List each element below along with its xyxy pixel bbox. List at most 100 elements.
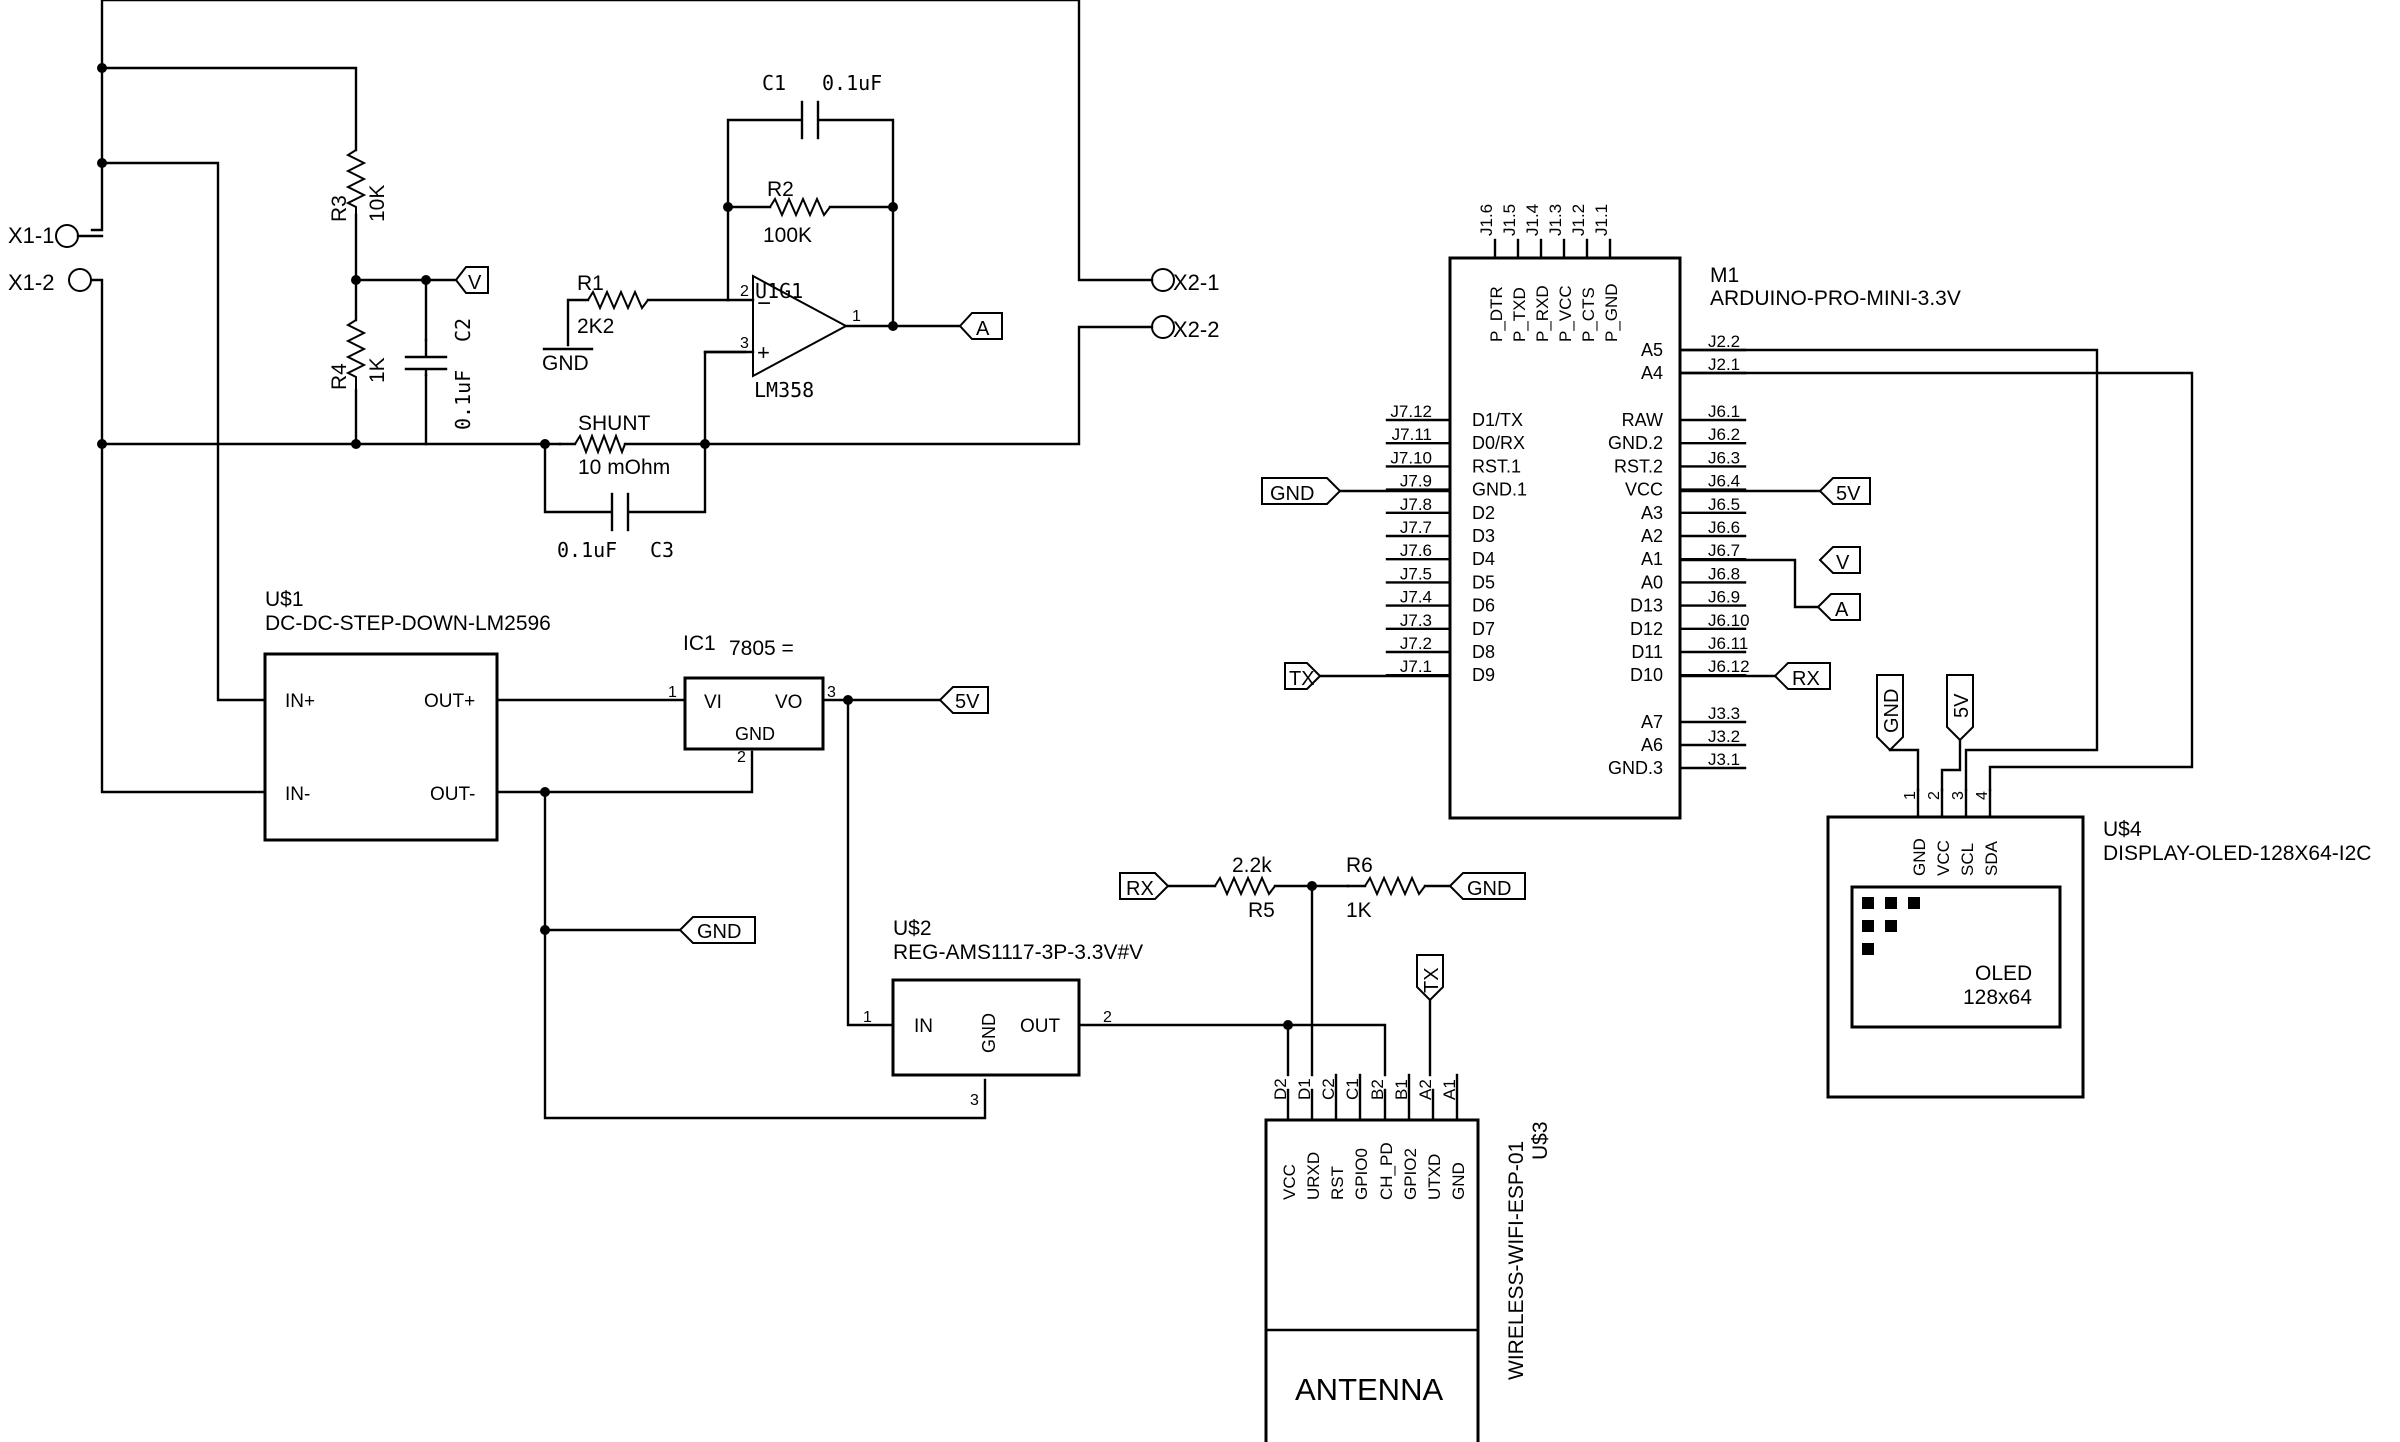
r5-value: 2.2k [1232, 854, 1272, 877]
arduino-right-pad: J6.11 [1708, 634, 1748, 653]
arduino-right-pad: J6.8 [1708, 564, 1740, 583]
esp-pad-name: D1 [1295, 1078, 1314, 1100]
arduino-right-pin: D11 [1631, 642, 1663, 662]
arduino-right-pad: J6.3 [1708, 448, 1740, 467]
oled-display-u4: OLED 128x64 U$4 DISPLAY-OLED-128X64-I2C … [1826, 788, 2371, 1099]
esp-ref: U$3 [1529, 1121, 1552, 1160]
connector-x1-1-label: X1-1 [8, 223, 54, 248]
arduino-right-pin: RAW [1622, 410, 1663, 430]
r2-name: R2 [767, 178, 794, 201]
arduino-left-pin: D9 [1472, 665, 1495, 685]
arduino-right-pad: J6.12 [1708, 657, 1750, 676]
net-label-5v-arduino: 5V [1818, 477, 1871, 505]
ams-pin2: 2 [1103, 1009, 1112, 1026]
c2-name: C2 [451, 318, 475, 342]
net-label-a-opamp: A [958, 312, 1003, 340]
opamp-u1g1: − + U1G1 LM358 2 3 1 [703, 274, 861, 402]
ams-out: OUT [1020, 1016, 1061, 1037]
arduino-left-pad: J7.7 [1400, 518, 1432, 537]
ic1-vi: VI [704, 692, 722, 713]
opamp-pin3: 3 [740, 335, 749, 352]
resistor-r6: R6 1K [1346, 854, 1426, 922]
oled-screen-line2: 128x64 [1963, 986, 2032, 1009]
oled-screen-line1: OLED [1975, 962, 2032, 985]
arduino-top-pin: P_TXD [1510, 287, 1529, 342]
c1-value: 0.1uF [822, 71, 882, 95]
ic1-vo: VO [775, 692, 802, 713]
r3-value: 10K [366, 185, 389, 222]
ic1-pin1: 1 [668, 684, 677, 701]
arduino-name: ARDUINO-PRO-MINI-3.3V [1710, 287, 1961, 310]
connector-x2-2-label: X2-2 [1173, 317, 1219, 342]
arduino-left-pin: D4 [1472, 549, 1495, 569]
esp-pad-name: C1 [1343, 1078, 1362, 1100]
esp-pin-name: URXD [1304, 1152, 1323, 1200]
net-label-v-arduino: V [1818, 546, 1861, 574]
arduino-right-pin: RST.2 [1614, 456, 1663, 476]
ic1-ref: IC1 [683, 632, 716, 655]
arduino-left-pin: D6 [1472, 596, 1495, 616]
ams-ref: U$2 [893, 917, 932, 940]
arduino-right-pin: A1 [1641, 549, 1663, 569]
esp-pad-name: D2 [1271, 1078, 1290, 1100]
net-label-tx-arduino: TX [1284, 662, 1322, 690]
arduino-left-pad: J7.10 [1390, 448, 1432, 467]
buck-ref: U$1 [265, 588, 304, 611]
arduino-left-pad: J7.3 [1400, 611, 1432, 630]
arduino-right-pad: J6.7 [1708, 541, 1740, 560]
gnd-label-arduino: GND [1270, 483, 1314, 505]
junctions [97, 63, 1317, 1030]
net-label-gnd-buck: GND [678, 916, 756, 944]
arduino-left-pin: D5 [1472, 572, 1495, 592]
capacitor-c1: C1 0.1uF [762, 71, 882, 140]
arduino-right-top-pin: A4 [1641, 363, 1663, 383]
r4-value: 1K [366, 357, 389, 383]
a-label: A [976, 318, 990, 340]
buck-out-minus: OUT- [430, 784, 475, 805]
arduino-right-pin: VCC [1625, 480, 1663, 500]
buck-name: DC-DC-STEP-DOWN-LM2596 [265, 612, 551, 635]
arduino-left-pad: J7.12 [1390, 402, 1432, 421]
arduino-left-pin: D2 [1472, 503, 1495, 523]
arduino-bottom-right-pin: GND.3 [1608, 758, 1663, 778]
arduino-right-pin: D12 [1630, 619, 1663, 639]
arduino-bottom-right-pad: J3.2 [1708, 727, 1740, 746]
opamp-value: LM358 [754, 378, 814, 402]
arduino-left-pad: J7.9 [1400, 472, 1432, 491]
tx-label-arduino: TX [1289, 668, 1315, 690]
resistor-r3: R3 10K [328, 149, 389, 222]
arduino-left-pin: GND.1 [1472, 480, 1527, 500]
gnd-r1-label: GND [542, 352, 589, 375]
wires [90, 0, 2194, 1120]
r1-name: R1 [577, 272, 604, 295]
ams-in: IN [914, 1016, 933, 1037]
ams-pin3: 3 [970, 1092, 979, 1109]
5v-label-oled: 5V [1951, 693, 1973, 718]
arduino-left-pad: J7.8 [1400, 495, 1432, 514]
r3-name: R3 [328, 195, 351, 222]
oled-pin-name: SDA [1982, 840, 2001, 876]
buck-in-minus: IN- [285, 784, 310, 805]
net-label-v-divider: V [454, 266, 489, 294]
arduino-left-pad: J7.1 [1400, 657, 1432, 676]
opamp-pin1: 1 [852, 308, 861, 325]
arduino-bottom-right-pad: J3.1 [1708, 750, 1740, 769]
arduino-left-pad: J7.6 [1400, 541, 1432, 560]
oled-name: DISPLAY-OLED-128X64-I2C [2103, 842, 2371, 865]
arduino-top-pad: J1.3 [1546, 204, 1565, 236]
opamp-plus-sign: + [757, 340, 770, 365]
esp-pin-name: RST [1328, 1166, 1347, 1200]
oled-ref: U$4 [2103, 818, 2142, 841]
arduino-right-pin: D13 [1630, 596, 1663, 616]
ams-gnd: GND [979, 1013, 999, 1053]
net-label-5v-oled: 5V [1946, 674, 1974, 742]
esp-pad-name: A1 [1440, 1079, 1459, 1100]
r6-name: R6 [1346, 854, 1373, 877]
opamp-minus-sign: − [757, 290, 771, 317]
r2-value: 100K [763, 224, 812, 247]
net-label-gnd-oled: GND [1876, 674, 1904, 752]
arduino-ref: M1 [1710, 264, 1739, 287]
arduino-top-pin: P_GND [1602, 283, 1621, 342]
arduino-right-pin: D10 [1630, 665, 1663, 685]
arduino-right-pad: J6.1 [1708, 402, 1740, 421]
